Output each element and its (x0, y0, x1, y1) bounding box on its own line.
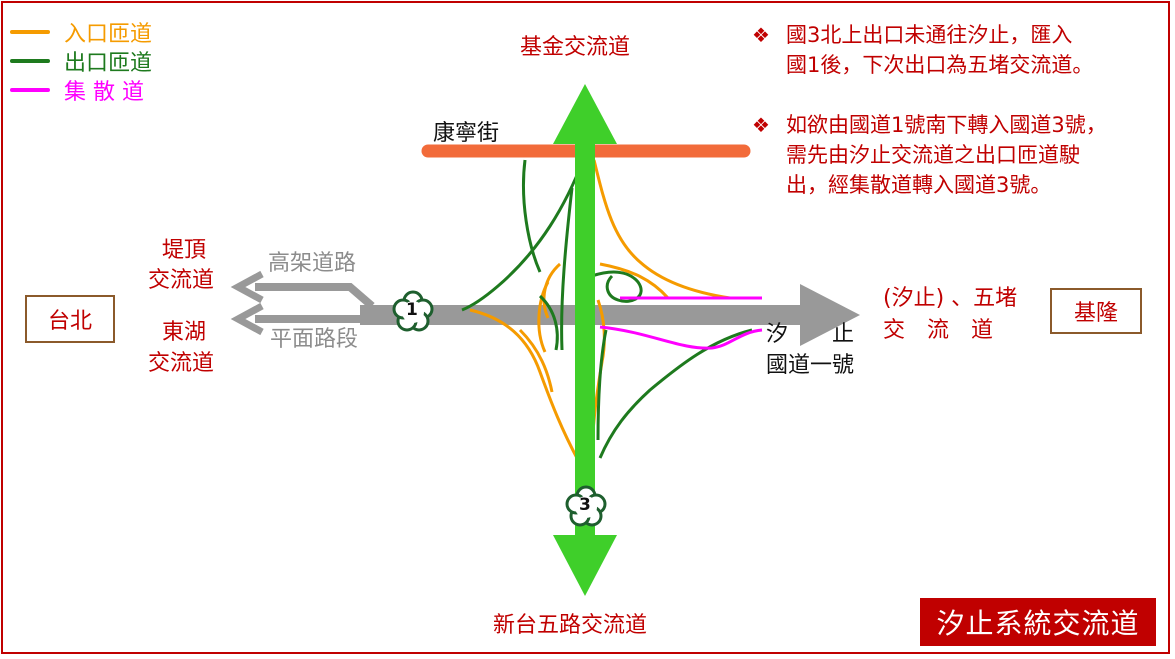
keelung-label: 基隆 (1073, 301, 1118, 326)
north-interchange-label: 基金交流道 (520, 35, 631, 60)
highway-3-road (575, 140, 595, 540)
legend-label-entry: 入口匝道 (64, 22, 153, 47)
elevated-road-label: 高架道路 (268, 251, 357, 276)
legend-label-exit: 出口匝道 (64, 51, 153, 76)
legend-swatch-collector (10, 88, 50, 92)
note-2-bullet: ❖ (752, 113, 770, 137)
highway-3-south-arrow (553, 535, 617, 596)
highway-1-name-label: 國道一號 (766, 353, 855, 378)
xizhi-label: 汐 止 (766, 322, 855, 347)
diagram-title: 汐止系統交流道 (920, 598, 1156, 646)
east-interchange-label-line1: (汐止) 、五堵 (883, 286, 1018, 311)
highway-3-shield-number: 3 (579, 495, 591, 515)
legend-label-collector: 集 散 道 (64, 80, 144, 105)
highway-1-east-arrow (800, 284, 860, 346)
note-1: ❖ 國3北上出口未通往汐止，匯入 國1後，下次出口為五堵交流道。 (752, 20, 1094, 80)
taipei-label: 台北 (47, 309, 92, 334)
legend-item-entry-ramp: 入口匝道 (10, 18, 153, 47)
note-1-bullet: ❖ (752, 23, 770, 47)
highway-3-shield (565, 485, 607, 527)
elevated-road-arrow (230, 270, 264, 304)
donghu-label-line1: 東湖 (162, 320, 207, 345)
collector-distributor-roads (599, 296, 763, 350)
surface-road-label: 平面路段 (270, 327, 359, 352)
note-2: ❖ 如欲由國道1號南下轉入國道3號， 需先由汐止交流道之出口匝道駛 出，經集散道… (752, 110, 1107, 200)
taipei-box: 台北 (25, 295, 115, 343)
highway-1-shield-number: 1 (406, 300, 418, 320)
legend-item-exit-ramp: 出口匝道 (10, 47, 153, 76)
kangning-street-label: 康寧街 (433, 121, 500, 146)
donghu-label-line2: 交流道 (148, 351, 215, 376)
note-2-text: 如欲由國道1號南下轉入國道3號， 需先由汐止交流道之出口匝道駛 出，經集散道轉入… (786, 113, 1107, 197)
surface-road-arrow (230, 302, 264, 336)
highway-3-north-arrow (553, 84, 617, 144)
south-interchange-label: 新台五路交流道 (493, 613, 648, 638)
legend-item-collector: 集 散 道 (10, 76, 144, 105)
legend-swatch-exit (10, 59, 50, 63)
keelung-box: 基隆 (1050, 288, 1142, 334)
diding-label-line1: 堤頂 (162, 238, 207, 263)
diding-label-line2: 交流道 (148, 268, 215, 293)
diagram-title-text: 汐止系統交流道 (936, 607, 1140, 640)
highway-1-shield (392, 290, 434, 332)
legend-swatch-entry (10, 30, 50, 34)
east-interchange-label-line2: 交 流 道 (883, 318, 994, 343)
note-1-text: 國3北上出口未通往汐止，匯入 國1後，下次出口為五堵交流道。 (786, 23, 1094, 77)
elevated-road-branch (255, 283, 375, 310)
